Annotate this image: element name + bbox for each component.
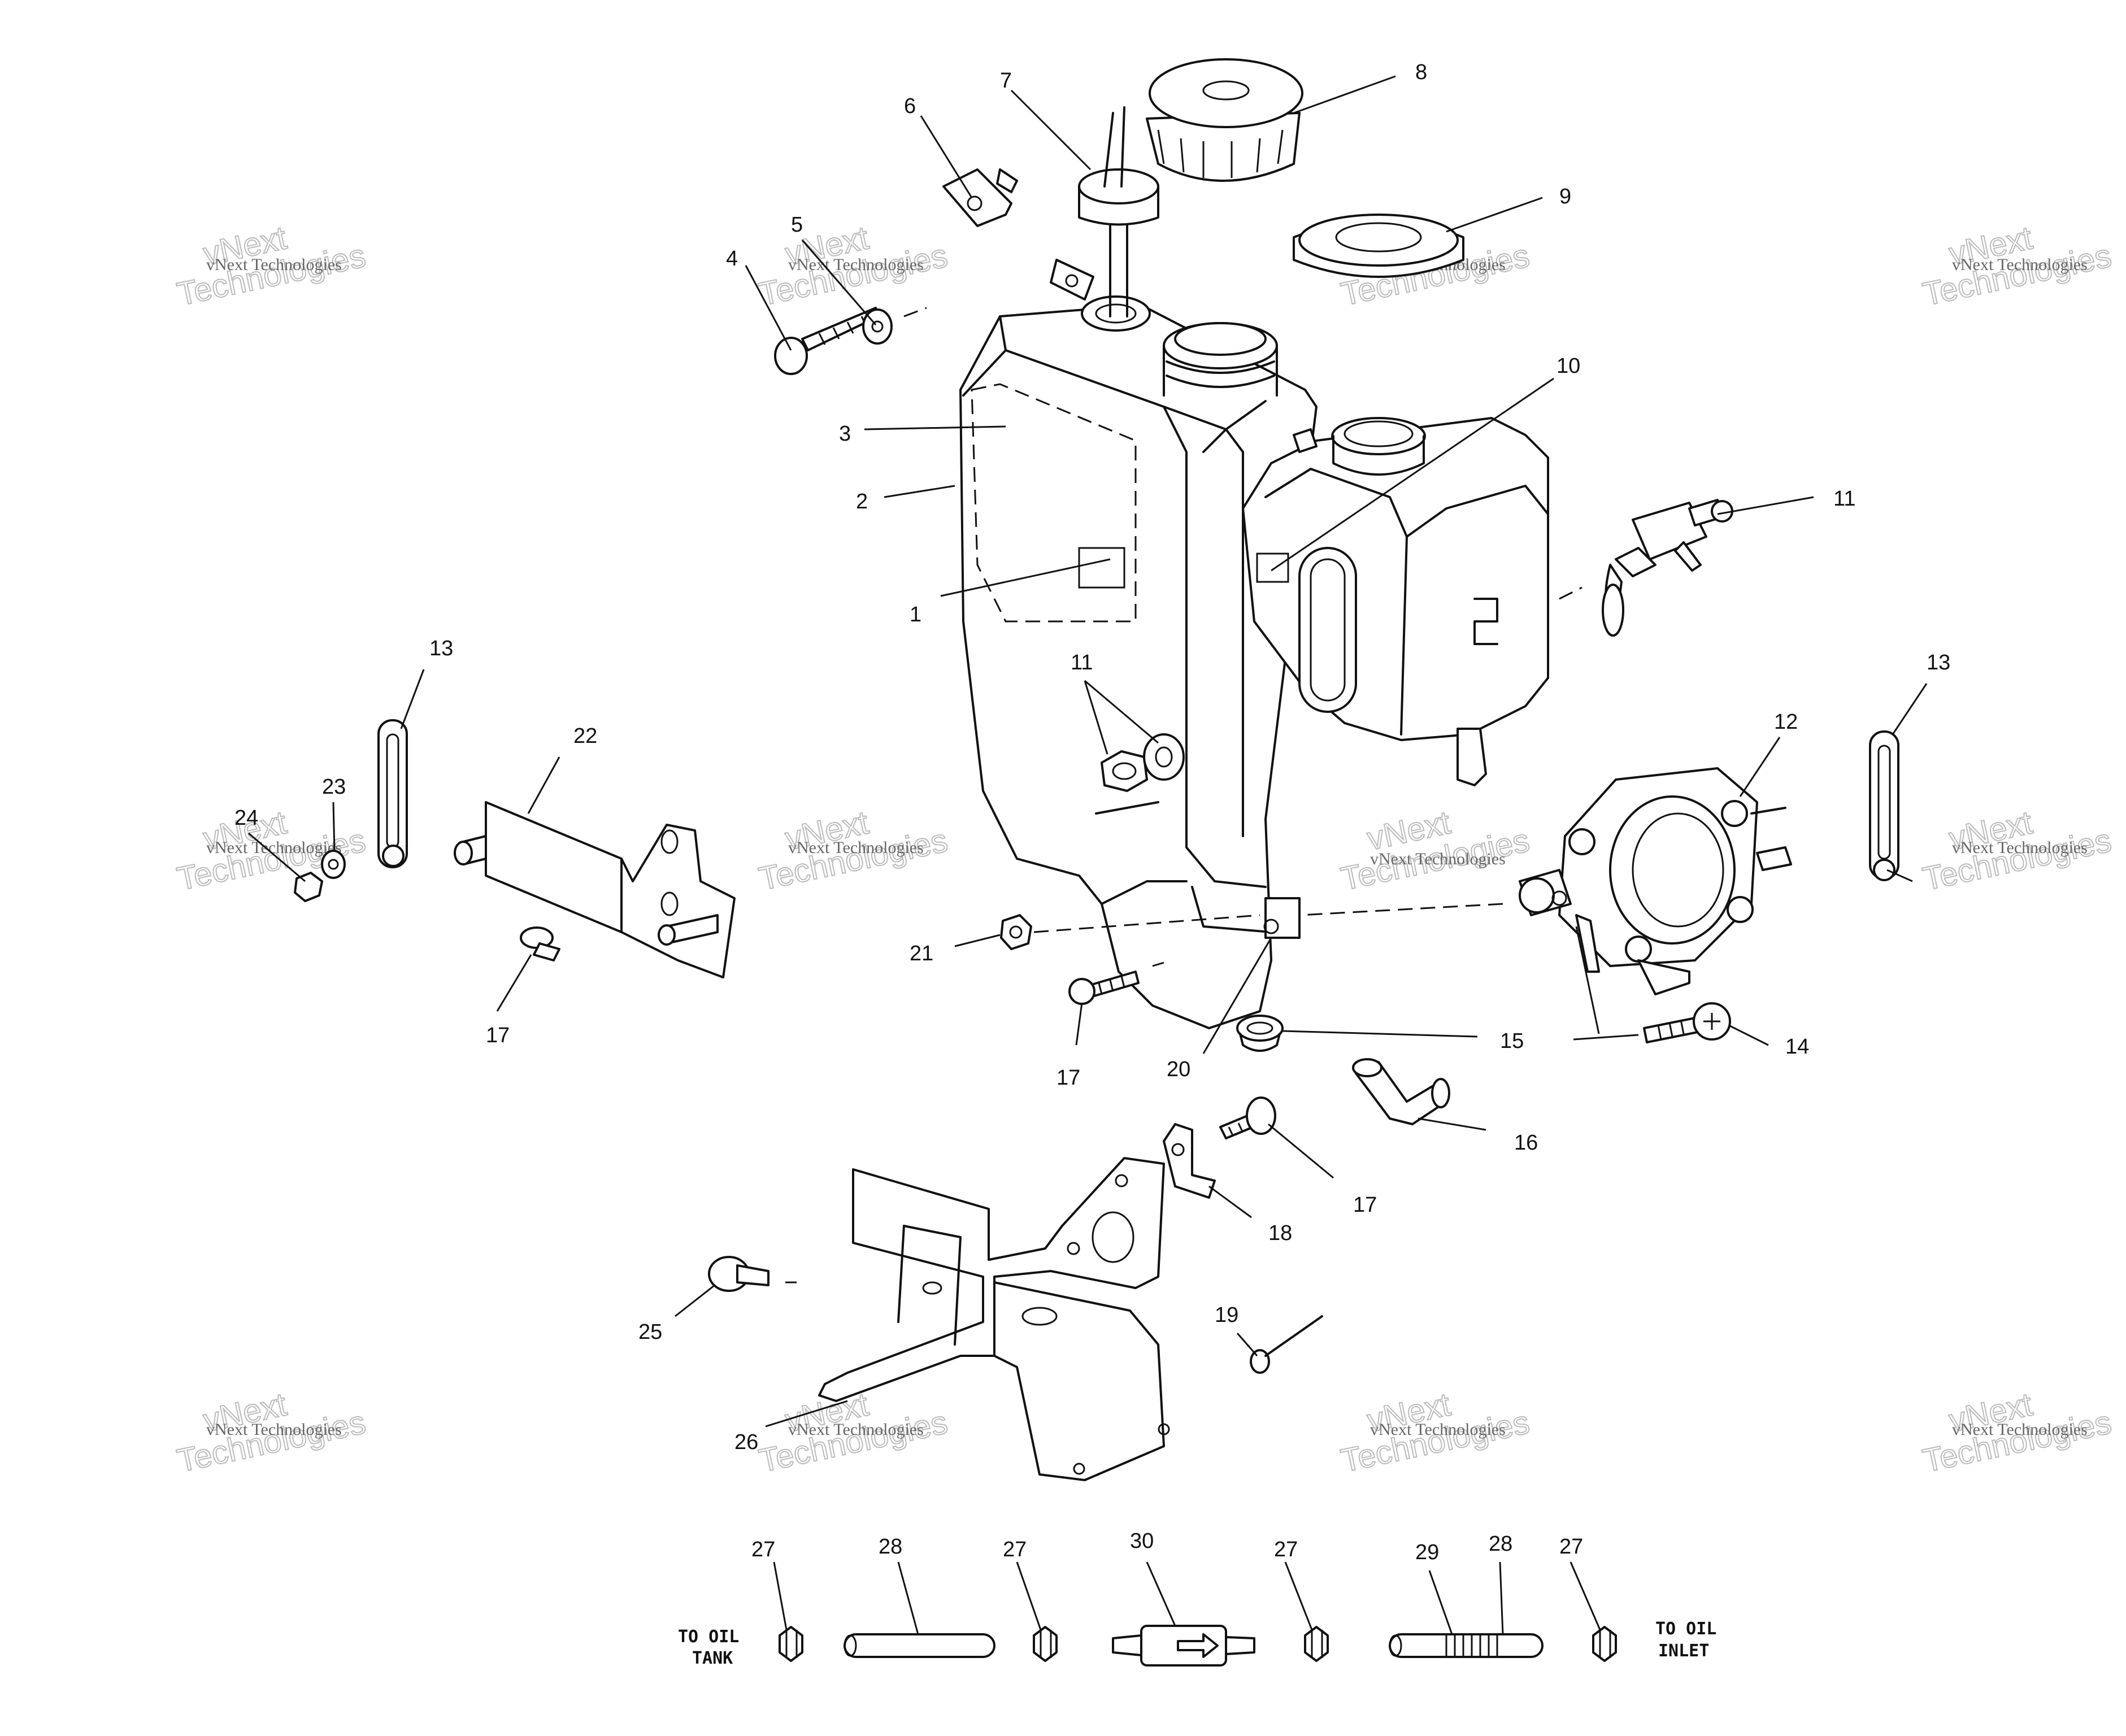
oil-hose-spring <box>1389 1633 1544 1658</box>
callout-24: 24 <box>234 806 258 830</box>
callout-27: 27 <box>1274 1538 1298 1561</box>
pin-left <box>520 926 560 961</box>
oil-hose <box>844 1633 995 1658</box>
screw-17-low <box>1219 1097 1276 1139</box>
clamp-27 <box>779 1626 803 1662</box>
callout-29: 29 <box>1415 1541 1439 1564</box>
clamp-27 <box>1304 1626 1329 1662</box>
tie-19 <box>1250 1315 1323 1374</box>
callout-18: 18 <box>1268 1221 1292 1245</box>
callout-15: 15 <box>1500 1029 1524 1053</box>
grommet <box>1236 1015 1284 1052</box>
watermark: vNext Technologies <box>788 255 924 274</box>
note-to-oil-inlet-2: INLET <box>1658 1641 1709 1661</box>
callout-13: 13 <box>429 637 453 660</box>
callout-27: 27 <box>1559 1535 1583 1559</box>
reservoir-cap <box>1293 214 1464 278</box>
callout-26: 26 <box>734 1430 758 1454</box>
watermark: vNext Technologies <box>788 1420 924 1439</box>
callout-13: 13 <box>1927 651 1950 675</box>
callout-9: 9 <box>1559 185 1571 208</box>
strap-right <box>1869 730 1899 881</box>
sender-bracket <box>942 168 1018 227</box>
callout-4: 4 <box>726 247 738 271</box>
callout-2: 2 <box>856 490 868 514</box>
callout-28: 28 <box>879 1535 902 1559</box>
mount-bracket <box>454 801 736 978</box>
callout-20: 20 <box>1167 1058 1190 1081</box>
nut-21 <box>1000 914 1260 950</box>
callout-10: 10 <box>1557 354 1580 378</box>
callout-17: 17 <box>1057 1066 1080 1090</box>
callout-1: 1 <box>910 603 921 626</box>
shutoff-valve <box>1559 499 1733 637</box>
callout-17: 17 <box>486 1024 510 1047</box>
callout-28: 28 <box>1489 1532 1512 1556</box>
callout-27: 27 <box>751 1538 775 1561</box>
watermark: vNext Technologies <box>206 255 342 274</box>
washer-nut-left <box>294 850 346 902</box>
bolt-25 <box>708 1256 797 1292</box>
watermark: vNext Technologies <box>1952 838 2088 857</box>
callout-30: 30 <box>1130 1529 1154 1553</box>
watermark: vNext Technologies <box>1370 850 1506 868</box>
callout-7: 7 <box>1000 69 1012 93</box>
note-to-oil-inlet: TO OIL <box>1655 1619 1716 1639</box>
callout-25: 25 <box>638 1320 662 1344</box>
callout-16: 16 <box>1514 1131 1538 1155</box>
watermark: vNext Technologies <box>788 838 924 857</box>
leader-lines <box>248 75 1928 1635</box>
callout-19: 19 <box>1215 1303 1238 1327</box>
oil-tank <box>959 259 1318 1029</box>
pump-screw <box>1643 1002 1731 1043</box>
routing-notes: TO OIL TANK TO OIL INLET <box>678 1619 1716 1668</box>
check-valve <box>1112 1625 1255 1667</box>
callouts: 1 2 3 4 5 6 7 8 9 10 11 11 12 13 13 14 1… <box>234 60 1950 1564</box>
callout-22: 22 <box>573 724 597 748</box>
callout-6: 6 <box>904 94 916 118</box>
watermark: vNext Technologies <box>1370 1420 1506 1439</box>
callout-23: 23 <box>322 775 346 799</box>
warning-label <box>1078 547 1125 589</box>
level-sender <box>1078 106 1159 317</box>
callout-11: 11 <box>1833 487 1855 511</box>
elbow-fitting <box>1352 1058 1450 1125</box>
callout-21: 21 <box>910 942 933 965</box>
clamp-18 <box>1163 1123 1216 1199</box>
filler-cap <box>1146 58 1303 182</box>
oil-pump <box>1519 767 1792 995</box>
callout-5: 5 <box>791 213 803 237</box>
oil-line-kit <box>779 1625 1617 1667</box>
callout-3: 3 <box>839 422 851 446</box>
callout-17: 17 <box>1353 1193 1377 1217</box>
clamp-27 <box>1033 1626 1058 1662</box>
watermark: vNext Technologies <box>1952 255 2088 274</box>
strap-left <box>377 719 408 868</box>
reservoir-tank <box>1242 417 1549 786</box>
callout-8: 8 <box>1415 60 1427 84</box>
leader-line <box>1299 903 1503 916</box>
lower-bracket <box>818 1157 1170 1481</box>
note-to-oil-tank: TO OIL <box>678 1627 739 1647</box>
watermark: vNext Technologies <box>1952 1420 2088 1439</box>
callout-11: 11 <box>1071 651 1093 675</box>
screw-washer <box>774 307 927 375</box>
callout-14: 14 <box>1785 1035 1809 1059</box>
callout-27: 27 <box>1003 1538 1027 1561</box>
callout-12: 12 <box>1774 710 1798 734</box>
watermark: vNext Technologies <box>206 1420 342 1439</box>
note-to-oil-tank-2: TANK <box>692 1648 733 1668</box>
clamp-27 <box>1592 1626 1617 1662</box>
